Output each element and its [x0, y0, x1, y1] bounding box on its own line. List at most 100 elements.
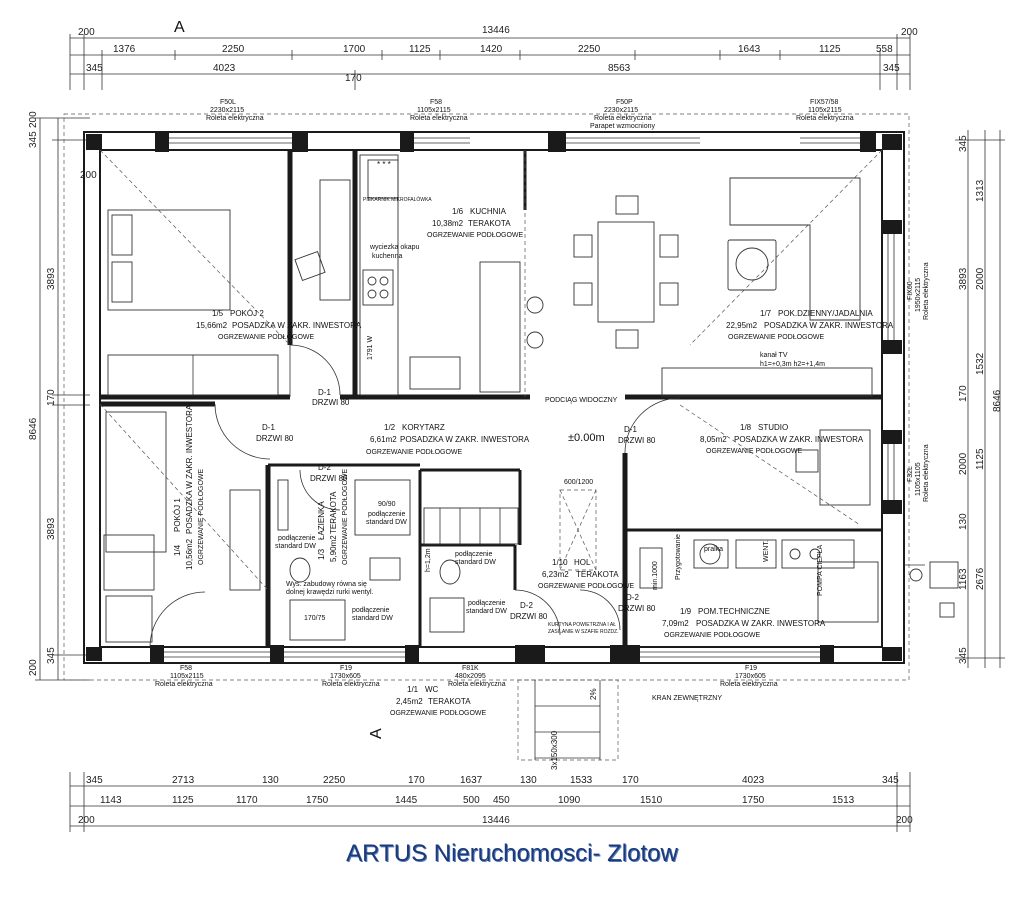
dim-top-overall: 13446	[482, 25, 510, 36]
room-name-kuchnia: KUCHNIA	[470, 207, 507, 216]
note-przygot: Przygotowanie	[675, 534, 682, 580]
window-code-3: F50P	[616, 99, 633, 106]
note-went: WENT.	[763, 540, 770, 562]
room-area-kuchnia: 10,38m2	[432, 219, 464, 228]
dim-bot-r1-10: 345	[882, 775, 899, 786]
dim-bot-r2-0: 1143	[100, 795, 122, 806]
note-kuchenka: PIEKARNIK MIKROFALÓWKA	[363, 196, 432, 203]
note-podl1-lav: podłączenie	[278, 535, 315, 542]
note-podl1-shower: podłączenie	[368, 511, 405, 518]
dim-bot-r1-4: 170	[408, 775, 425, 786]
note-kanal-h: h1=+0,3m h2=+1,4m	[760, 361, 825, 368]
note-okap2: kuchenna	[372, 253, 402, 260]
room-floor-kuchnia: TERAKOTA	[468, 219, 511, 228]
window-note2-3: Parapet wzmocniony	[590, 123, 655, 130]
room-heat-tech: OGRZEWANIE PODŁOGOWE	[664, 632, 761, 639]
dim-right-6: 8646	[992, 389, 1003, 412]
dim-bot-r2-4: 1445	[395, 795, 418, 806]
window-note-8: Roleta elektryczna	[720, 681, 778, 688]
window-size-10: 1105x1105	[915, 462, 922, 496]
window-size-2: 1105x2115	[417, 107, 451, 114]
window-size-5: 1105x2115	[170, 673, 204, 680]
room-id-wc: 1/1	[407, 685, 419, 694]
left-dimensions: 200 345 200 3893 170 8646 3893 345 200	[28, 111, 97, 681]
note-kanal: kanał TV	[760, 352, 788, 359]
note-podl2-sink: standard DW	[466, 608, 507, 615]
dim-left-6: 3893	[46, 517, 57, 540]
room-id-hol: 1/10	[552, 558, 568, 567]
window-note-7: Roleta elektryczna	[448, 681, 506, 688]
note-kurtyna2: ZASILANIE W SZAFIE ROZDZ.	[548, 629, 619, 635]
window-size-8: 1730x605	[735, 673, 766, 680]
dim-top-r1-0: 1376	[113, 44, 136, 55]
note-podl1-wc: podłączenie	[455, 551, 492, 558]
footer-brand: ARTUS Nieruchomosci- Zlotow	[346, 840, 678, 867]
window-size-9: 1950x2115	[915, 278, 922, 312]
note-okap: wyciezka okapu	[369, 244, 420, 251]
window-code-5: F58	[180, 665, 192, 672]
room-area-dzienny: 22,95m2	[726, 321, 758, 330]
window-size-7: 480x2095	[455, 673, 486, 680]
dim-top-r1-4: 1420	[480, 44, 503, 55]
cooktop-marks: * * *	[377, 160, 391, 169]
note-stairs: 3x150x300	[550, 730, 559, 770]
dim-right-1: 1313	[975, 179, 986, 202]
room-labels: 1/5 POKÓJ 2 15,66m2 POSADZKA W ZAKR. INW…	[173, 207, 894, 717]
dim-bot-r2-3: 1750	[306, 795, 329, 806]
dim-bot-r1-1: 2713	[172, 775, 195, 786]
dim-top-r2-3: 345	[883, 63, 900, 74]
door-width-d1c: DRZWI 80	[618, 436, 656, 445]
dim-bot-r1-3: 2250	[323, 775, 346, 786]
dim-right-9: 130	[958, 513, 969, 530]
door-label-d2a: D-2	[318, 463, 331, 472]
window-code-6: F19	[340, 665, 352, 672]
room-area-pokoj2: 15,66m2	[196, 321, 228, 330]
room-id-lazienka: 1/3	[317, 548, 326, 560]
note-podl2-wc: standard DW	[455, 559, 496, 566]
window-size-6: 1730x605	[330, 673, 361, 680]
room-area-wc: 2,45m2	[396, 697, 423, 706]
bottom-dimensions: 345 2713 130 2250 170 1637 130 1533 170 …	[69, 772, 913, 832]
room-floor-tech: POSADZKA W ZAKR. INWESTORA	[696, 619, 826, 628]
right-dimensions: 345 1313 3893 2000 1532 170 8646 1125 20…	[955, 130, 1005, 668]
dim-left-0: 200	[28, 111, 39, 128]
room-heat-lazienka: OGRZEWANIE PODŁOGOWE	[342, 468, 349, 565]
dim-right-10: 2676	[975, 567, 986, 590]
window-size-4: 1105x2115	[808, 107, 842, 114]
section-mark-top: A	[174, 19, 185, 36]
window-code-4: FIX57/58	[810, 99, 839, 106]
door-swings	[99, 149, 883, 648]
dim-top-r1-2: 1700	[343, 44, 366, 55]
door-label-d1a: D-1	[318, 388, 331, 397]
dim-right-7: 1125	[975, 448, 986, 470]
dim-left-7: 345	[46, 647, 57, 664]
window-code-8: F19	[745, 665, 757, 672]
dim-left-4: 170	[46, 389, 57, 406]
note-podl2-bath: standard DW	[352, 615, 393, 622]
dim-top-r1-7: 1125	[819, 44, 841, 55]
room-heat-hol: OGRZEWANIE PODŁOGOWE	[538, 583, 635, 590]
room-area-pokoj1: 10,56m2	[185, 538, 194, 570]
room-id-studio: 1/8	[740, 423, 752, 432]
window-code-2: F58	[430, 99, 442, 106]
note-shower: 90/90	[378, 501, 396, 508]
dim-top-r3-mid: 170	[345, 73, 362, 84]
dim-top-r1-1: 2250	[222, 44, 245, 55]
window-note-2: Roleta elektryczna	[410, 115, 468, 122]
window-note-6: Roleta elektryczna	[322, 681, 380, 688]
note-podl1-bath: podłączenie	[352, 607, 389, 614]
dim-bot-r2-10: 1513	[832, 795, 855, 806]
room-area-lazienka: 5,90m2	[329, 535, 338, 562]
room-floor-lazienka: TERAKOTA	[329, 491, 338, 534]
interior-walls	[100, 150, 882, 647]
dim-right-0: 345	[958, 135, 969, 152]
room-id-korytarz: 1/2	[384, 423, 396, 432]
room-floor-hol: TERAKOTA	[576, 570, 619, 579]
dim-right-4: 1532	[975, 352, 986, 375]
door-labels: D-1 DRZWI 80 D-1 DRZWI 80 D-1 DRZWI 80 D…	[256, 388, 656, 621]
insulation-outline	[63, 113, 910, 681]
room-heat-pokoj2: OGRZEWANIE PODŁOGOWE	[218, 334, 315, 341]
room-name-pokoj2: POKÓJ 2	[230, 309, 264, 318]
note-kurtyna: KURTYNA POWIETRZNA I AŁ	[548, 622, 616, 628]
